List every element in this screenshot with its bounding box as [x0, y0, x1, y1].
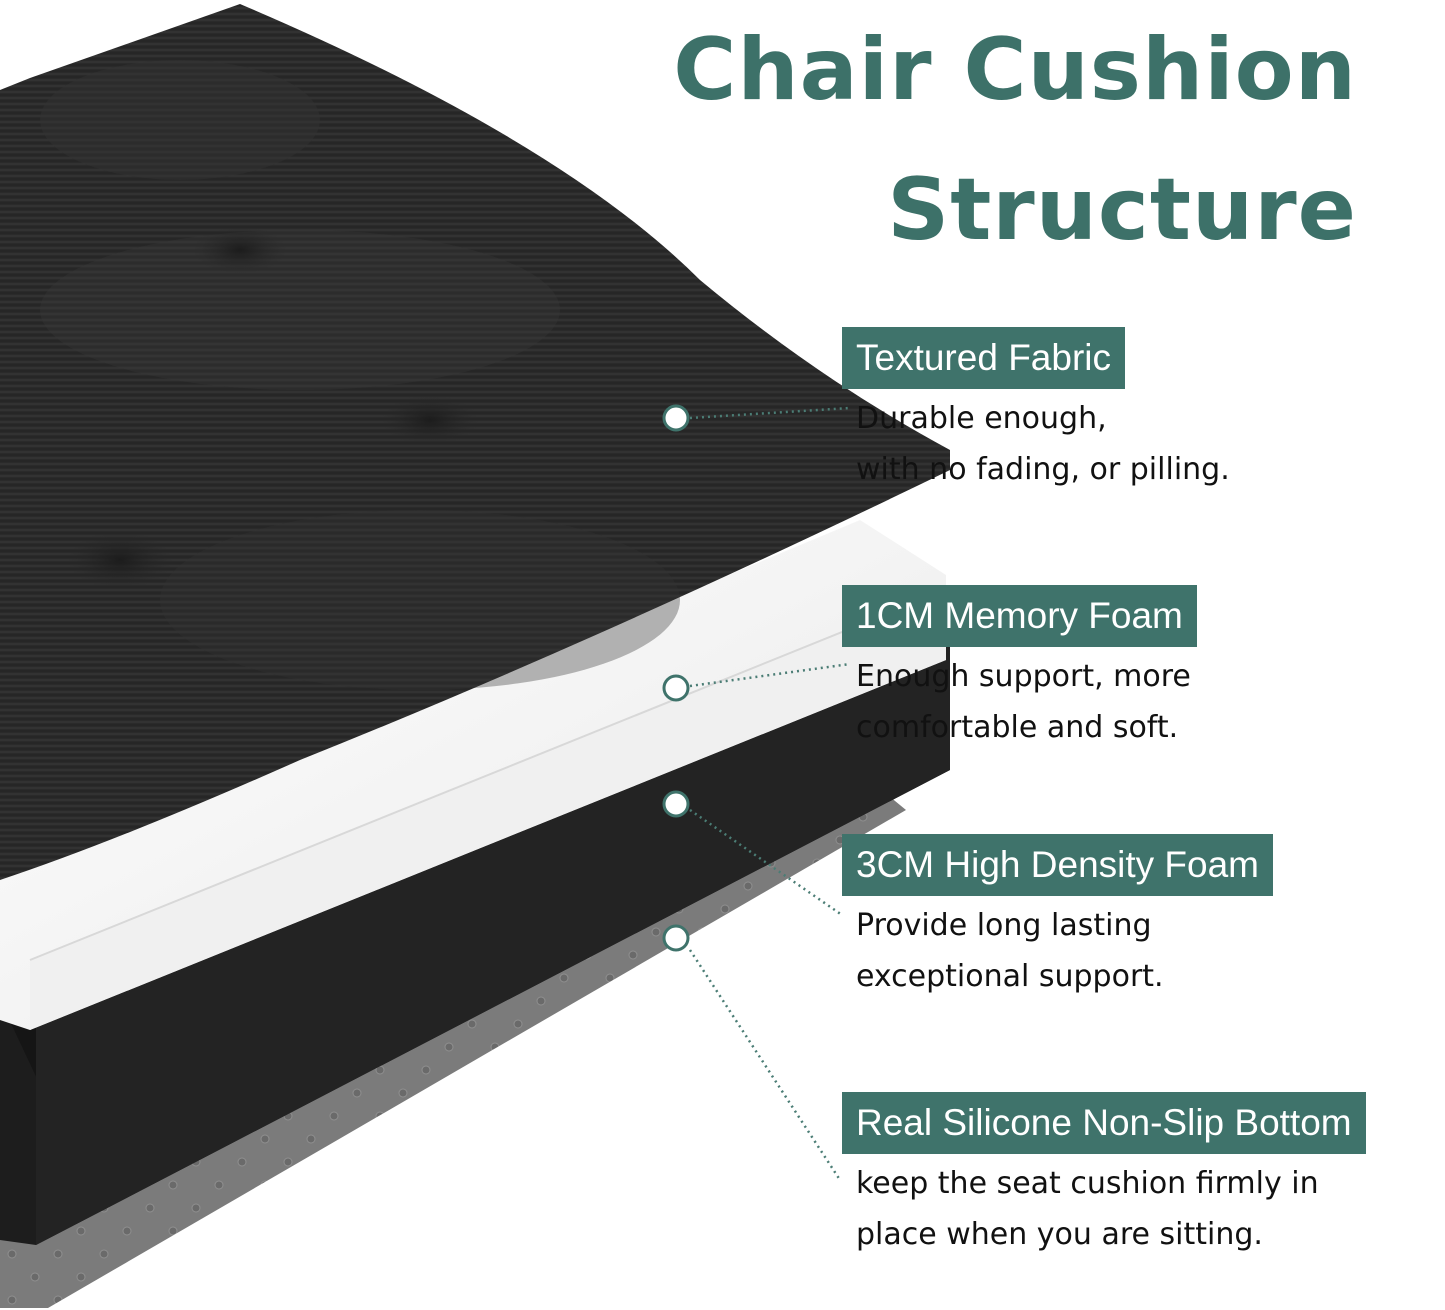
feature-label: Real Silicone Non-Slip Bottom [842, 1092, 1366, 1154]
title-line-2: Structure [887, 160, 1357, 260]
callout-dot-icon [662, 404, 690, 432]
feature-label: 1CM Memory Foam [842, 585, 1197, 647]
feature-desc-line: Provide long lasting [856, 908, 1152, 943]
feature-desc-line: Durable enough, [856, 401, 1107, 436]
callout-dots [662, 404, 690, 952]
callout-leaders [688, 406, 851, 1181]
feature-description: Provide long lasting exceptional support… [842, 900, 1273, 1002]
feature-desc-line: with no fading, or pilling. [856, 452, 1230, 487]
fabric-cover-layer [0, 4, 950, 880]
feature-non-slip-bottom: Real Silicone Non-Slip Bottom keep the s… [842, 1092, 1366, 1260]
feature-desc-line: keep the seat cushion firmly in [856, 1166, 1319, 1201]
feature-desc-line: exceptional support. [856, 959, 1164, 994]
memory-foam-layer [0, 520, 947, 1030]
feature-desc-line: place when you are sitting. [856, 1217, 1263, 1252]
feature-desc-line: Enough support, more [856, 659, 1191, 694]
feature-description: Durable enough, with no fading, or pilli… [842, 393, 1230, 495]
feature-description: Enough support, more comfortable and sof… [842, 651, 1197, 753]
page-title: Chair Cushion Structure [673, 0, 1357, 280]
feature-label: Textured Fabric [842, 327, 1125, 389]
callout-dot-icon [662, 924, 690, 952]
feature-label: 3CM High Density Foam [842, 834, 1274, 896]
feature-textured-fabric: Textured Fabric Durable enough, with no … [842, 327, 1230, 495]
callout-dot-icon [662, 790, 690, 818]
feature-memory-foam: 1CM Memory Foam Enough support, more com… [842, 585, 1197, 753]
feature-desc-line: comfortable and soft. [856, 710, 1179, 745]
title-line-1: Chair Cushion [673, 20, 1357, 120]
feature-description: keep the seat cushion firmly in place wh… [842, 1158, 1366, 1260]
feature-high-density-foam: 3CM High Density Foam Provide long lasti… [842, 834, 1274, 1002]
callout-dot-icon [662, 674, 690, 702]
